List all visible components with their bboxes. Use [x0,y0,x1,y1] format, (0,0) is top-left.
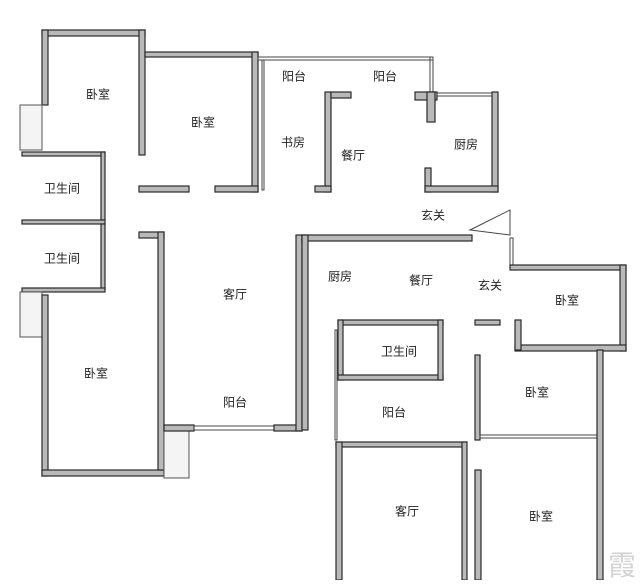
room-label-balcony: 阳台 [281,69,307,84]
room-label-living-room: 客厅 [394,504,420,519]
room-label-bedroom: 卧室 [190,115,216,130]
room-label-bathroom: 卫生间 [43,181,81,196]
room-label-balcony: 阳台 [222,395,248,410]
room-label-bedroom: 卧室 [528,509,554,524]
room-label-bedroom: 卧室 [85,87,111,102]
room-label-entrance: 玄关 [477,278,503,293]
room-label-balcony: 阳台 [381,405,407,420]
room-label-bathroom: 卫生间 [43,251,81,266]
room-label-bathroom: 卫生间 [380,344,418,359]
room-label-kitchen: 厨房 [327,269,353,284]
room-label-living-room: 客厅 [222,287,248,302]
room-label-bedroom: 卧室 [554,293,580,308]
room-label-kitchen: 厨房 [453,137,479,152]
right-unit-walls [301,234,627,580]
room-label-bedroom: 卧室 [83,366,109,381]
room-label-entrance: 玄关 [420,208,446,223]
room-label-dining: 餐厅 [340,148,366,163]
room-label-bedroom: 卧室 [524,385,550,400]
room-label-balcony: 阳台 [372,69,398,84]
room-label-dining: 餐厅 [408,273,434,288]
watermark: 霞 [607,549,636,582]
room-label-study: 书房 [280,135,306,150]
left-unit-walls [19,29,511,479]
